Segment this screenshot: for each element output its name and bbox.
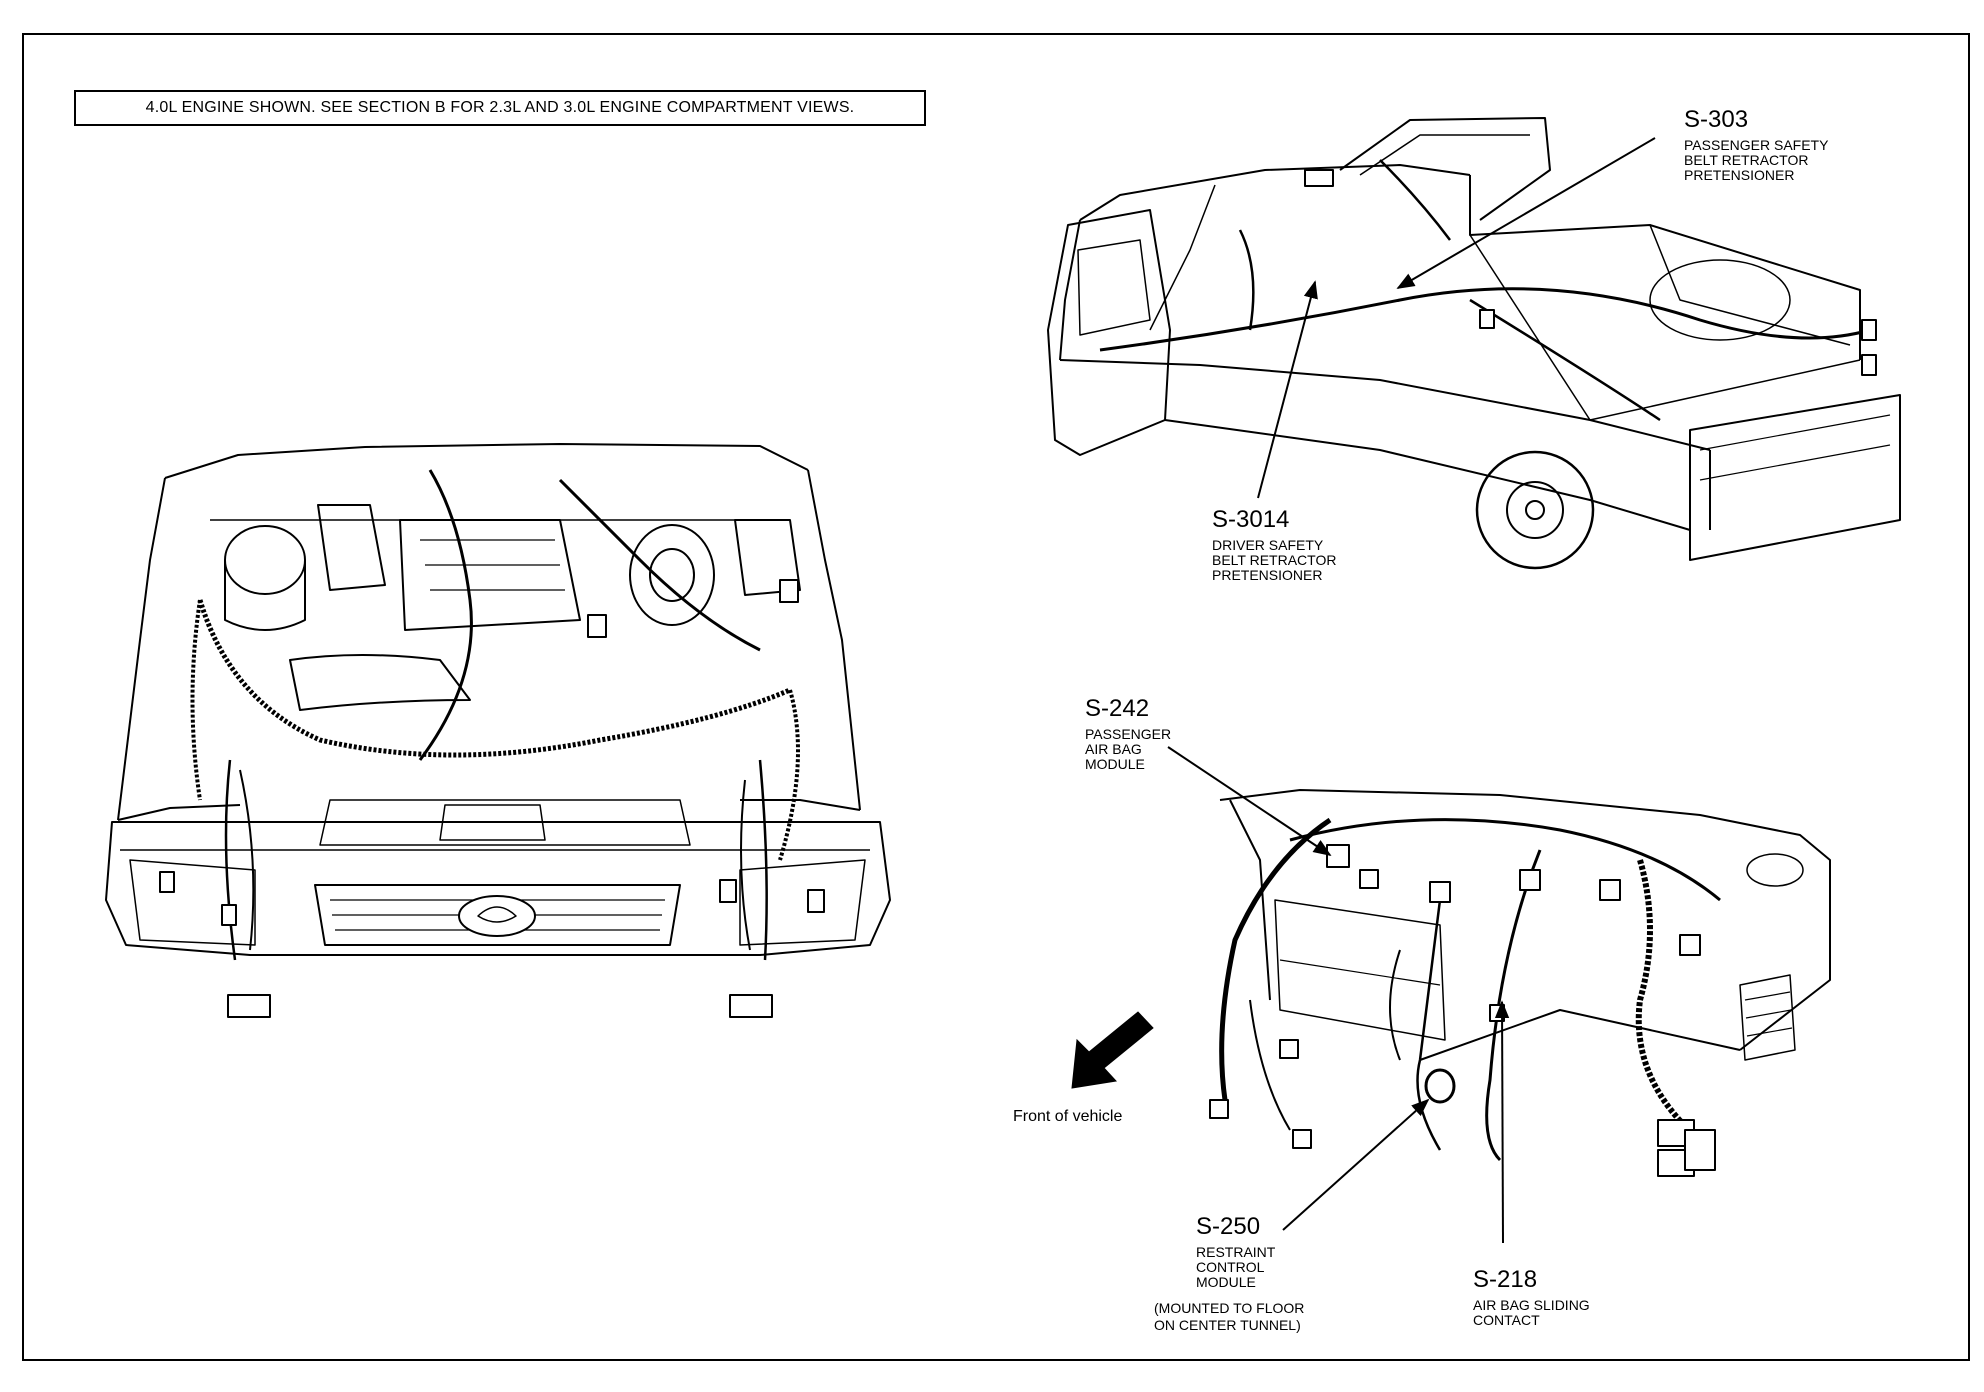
front-of-vehicle-arrow [1071, 1011, 1154, 1089]
callout-description: PASSENGER SAFETY BELT RETRACTOR PRETENSI… [1684, 137, 1829, 183]
leader-s250 [1282, 1098, 1430, 1231]
callout-description: AIR BAG SLIDING CONTACT [1473, 1297, 1590, 1328]
engine-note-box: 4.0L ENGINE SHOWN. SEE SECTION B FOR 2.3… [74, 90, 926, 126]
callout-s250: S-250 RESTRAINT CONTROL MODULE (MOUNTED … [1154, 1213, 1304, 1334]
callout-s303: S-303 PASSENGER SAFETY BELT RETRACTOR PR… [1684, 108, 1828, 183]
engine-compartment-illustration [105, 443, 891, 1018]
callout-mounting-note: (MOUNTED TO FLOOR ON CENTER TUNNEL) [1154, 1300, 1305, 1333]
callout-code: S-250 [1196, 1213, 1261, 1240]
front-of-vehicle-label: Front of vehicle [1013, 1108, 1123, 1125]
leader-s218 [1494, 1000, 1510, 1244]
callout-code: S-218 [1473, 1266, 1538, 1293]
diagram-frame [22, 33, 1970, 1361]
callout-description: PASSENGER AIR BAG MODULE [1085, 726, 1172, 772]
callout-description: DRIVER SAFETY BELT RETRACTOR PRETENSIONE… [1212, 537, 1337, 583]
callout-code: S-3014 [1212, 506, 1290, 533]
callout-s242: S-242 PASSENGER AIR BAG MODULE [1085, 697, 1171, 772]
callout-description: RESTRAINT CONTROL MODULE [1196, 1244, 1276, 1290]
callout-code: S-242 [1085, 695, 1150, 722]
callout-code: S-303 [1684, 106, 1749, 133]
callout-leaders [1167, 137, 1656, 1244]
leader-s242 [1167, 746, 1332, 856]
instrument-panel-illustration [1209, 789, 1831, 1177]
leader-s303 [1396, 137, 1656, 289]
truck-illustration [1047, 117, 1901, 570]
callout-s218: S-218 AIR BAG SLIDING CONTACT [1473, 1268, 1590, 1328]
leader-s3014 [1257, 280, 1318, 499]
callout-s3014: S-3014 DRIVER SAFETY BELT RETRACTOR PRET… [1212, 508, 1336, 583]
